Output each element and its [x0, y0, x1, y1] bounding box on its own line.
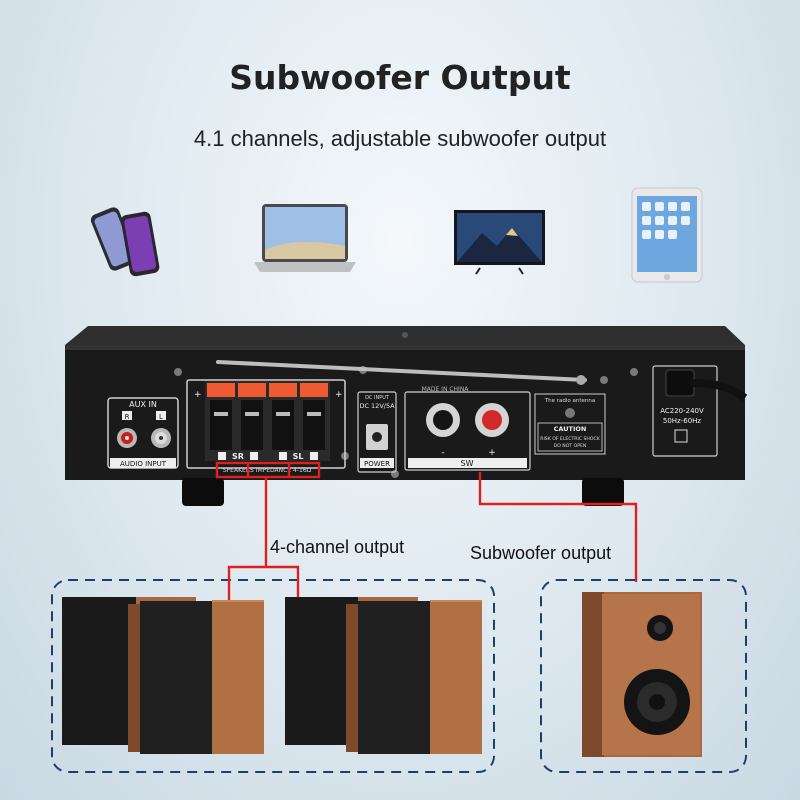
speaker-rear-right [346, 600, 482, 754]
wiring [215, 461, 638, 600]
caution-label: CAUTION [554, 425, 587, 433]
svg-text:+: + [194, 390, 202, 400]
audio-input-label: AUDIO INPUT [120, 460, 167, 468]
ac-rating-line1: AC220-240V [660, 407, 704, 415]
antenna-connector[interactable] [565, 408, 575, 418]
tv-icon [454, 210, 545, 275]
subwoofer-group-outline [540, 579, 747, 773]
made-in-label: MADE IN CHINA [422, 386, 470, 393]
sr-label: SR [232, 452, 244, 461]
sw-negative-terminal[interactable] [433, 410, 453, 430]
subwoofer-speaker [582, 592, 702, 757]
sl-label: SL [293, 452, 304, 461]
svg-text:+: + [335, 390, 343, 400]
power-label: POWER [364, 460, 390, 468]
radio-antenna [216, 360, 587, 382]
aux-r-label: R [125, 413, 130, 421]
speakers-group-outline [51, 579, 495, 773]
sw-plus-label: + [488, 448, 496, 458]
smartphone-icon [90, 207, 160, 277]
amplifier-rear-panel: AUX IN R L AUDIO INPUT + + SR [65, 326, 748, 506]
page-title: Subwoofer Output [229, 58, 571, 97]
aux-l-label: L [159, 413, 163, 421]
sw-minus-label: - [441, 448, 444, 458]
ac-rating-line2: 50Hz-60Hz [663, 417, 702, 425]
page-subtitle: 4.1 channels, adjustable subwoofer outpu… [193, 126, 607, 151]
speaker-impedance-label: SPEAKERS IMPEDANCE 4-16Ω [223, 467, 312, 474]
tablet-icon [631, 187, 703, 283]
power-cord [689, 379, 748, 402]
laptop-icon [254, 204, 356, 272]
aux-in-label: AUX IN [129, 400, 157, 409]
dc-input-label: DC INPUT [365, 395, 390, 401]
dc-rating: DC 12V/5A [359, 402, 395, 410]
subwoofer-output-callout: Subwoofer output [470, 543, 612, 563]
speaker-rear-left [128, 600, 264, 754]
four-channel-output-callout: 4-channel output [270, 537, 405, 557]
sw-positive-terminal[interactable] [482, 410, 502, 430]
caution-line2: DO NOT OPEN [554, 443, 587, 449]
sw-label: SW [461, 459, 474, 468]
radio-antenna-label: The radio antenna [544, 398, 595, 404]
caution-line1: RISK OF ELECTRIC SHOCK [540, 436, 600, 442]
